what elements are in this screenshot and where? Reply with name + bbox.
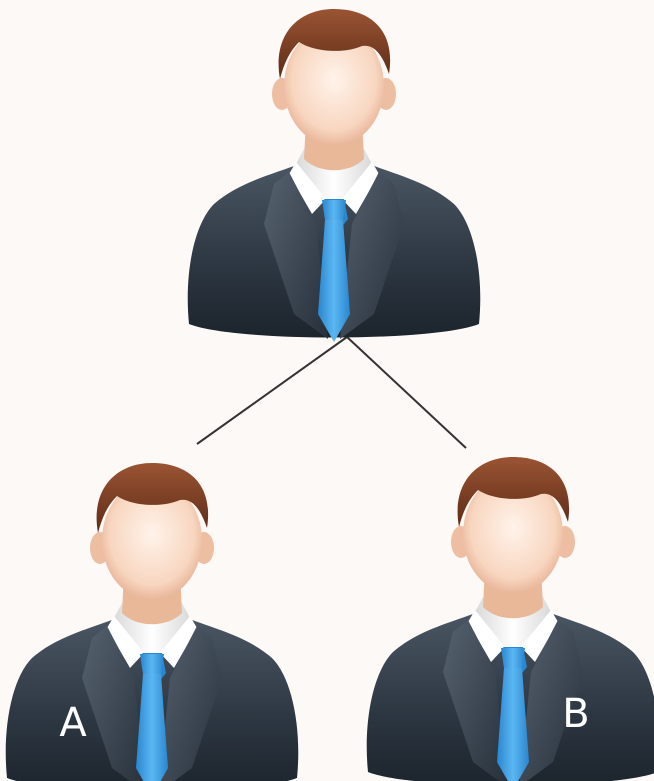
connector-line-right (347, 337, 466, 448)
businessman-icon (188, 9, 481, 342)
businessman-icon (367, 457, 654, 781)
businessman-icon (6, 463, 299, 781)
connector-line-left (197, 337, 347, 444)
node-label-a: A (59, 700, 87, 746)
node-label-b: B (562, 691, 589, 737)
